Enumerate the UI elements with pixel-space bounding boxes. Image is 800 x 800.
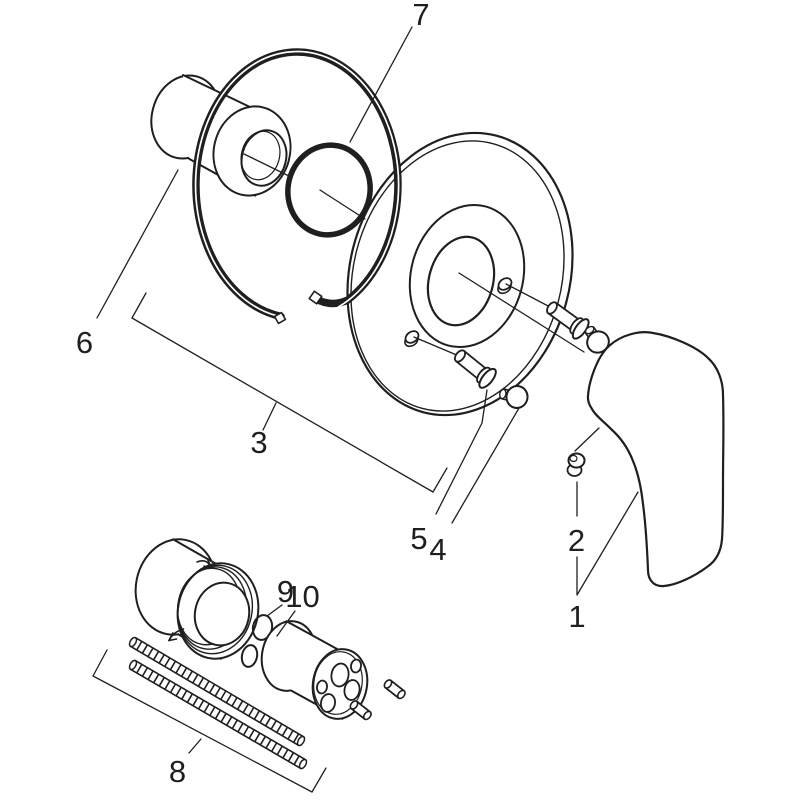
part-label-10: 10 bbox=[285, 579, 319, 614]
leader-1 bbox=[576, 491, 639, 596]
leader-9 bbox=[266, 604, 283, 617]
leader-7 bbox=[349, 26, 413, 143]
part-labels: 1 2 3 4 5 6 7 8 9 10 bbox=[76, 0, 586, 789]
leader-2-to-handle bbox=[574, 427, 600, 452]
cap-upper bbox=[584, 325, 610, 354]
part-label-2: 2 bbox=[568, 523, 585, 558]
handle-plug bbox=[566, 452, 586, 477]
rotation-arrow-bottom bbox=[168, 628, 185, 642]
cartridge-pin-2 bbox=[383, 679, 406, 700]
threaded-rod-2 bbox=[128, 659, 308, 770]
escutcheon-screw-hole-lower bbox=[404, 330, 420, 348]
rotation-arrow-top bbox=[196, 559, 213, 569]
part-label-6: 6 bbox=[76, 325, 93, 360]
part-label-5: 5 bbox=[410, 521, 427, 556]
cap-lower bbox=[499, 385, 529, 409]
sleeve-part bbox=[150, 74, 292, 197]
part-label-4: 4 bbox=[429, 532, 446, 567]
handle bbox=[586, 331, 725, 588]
screw-upper bbox=[546, 301, 590, 340]
leader-lines bbox=[92, 26, 639, 793]
bracket-3 bbox=[131, 292, 448, 493]
part-label-7: 7 bbox=[412, 0, 429, 32]
bracket-8 bbox=[92, 649, 327, 793]
leader-6 bbox=[96, 169, 179, 319]
escutcheon-screw-hole-upper bbox=[497, 277, 513, 295]
part-label-9: 9 bbox=[277, 574, 294, 609]
screw-lower bbox=[453, 349, 497, 389]
cartridge-pin-1 bbox=[349, 700, 372, 721]
part-label-8: 8 bbox=[169, 754, 186, 789]
leader-4 bbox=[451, 407, 520, 524]
o-ring-large bbox=[285, 142, 373, 238]
leader-5 bbox=[435, 389, 488, 515]
threaded-sleeve bbox=[134, 538, 260, 660]
part-label-1: 1 bbox=[568, 599, 585, 634]
assembly-axis-lines bbox=[243, 153, 585, 357]
threaded-rod-1 bbox=[128, 636, 306, 747]
snap-ring bbox=[192, 48, 402, 325]
cartridge-ports bbox=[316, 658, 362, 713]
part-label-3: 3 bbox=[250, 425, 267, 460]
leader-10 bbox=[276, 610, 296, 637]
